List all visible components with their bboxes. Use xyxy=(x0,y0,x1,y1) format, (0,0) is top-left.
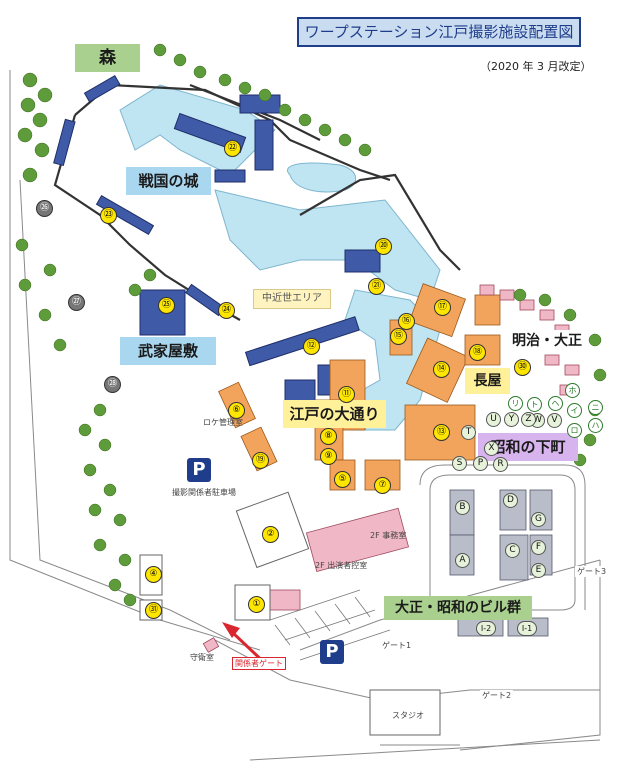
label-office-2f: 2F 事務室 xyxy=(370,531,407,540)
building-marker-y: Y xyxy=(504,412,519,427)
parking-icon-staff: P xyxy=(187,458,211,482)
zone-chukinsei-area: 中近世エリア xyxy=(253,289,331,309)
zone-buke-yashiki: 武家屋敷 xyxy=(120,337,216,365)
facility-marker-17: ⑰ xyxy=(434,299,451,316)
kana-marker-he: ヘ xyxy=(548,396,563,411)
kana-marker-ho: ホ xyxy=(565,383,580,398)
facility-marker-22: ㉒ xyxy=(224,140,241,157)
facility-marker-11: ⑪ xyxy=(338,386,355,403)
building-marker-t: T xyxy=(461,425,476,440)
building-marker-b: B xyxy=(455,500,470,515)
facility-marker-31: ㉛ xyxy=(145,602,162,619)
facility-marker-19: ⑲ xyxy=(252,452,269,469)
facility-marker-27: ㉗ xyxy=(68,294,85,311)
building-marker-s: S xyxy=(452,456,467,471)
facility-marker-21: ㉑ xyxy=(368,278,385,295)
facility-marker-24: ㉔ xyxy=(218,302,235,319)
facility-marker-4: ④ xyxy=(145,566,162,583)
building-marker-c: C xyxy=(505,543,520,558)
zone-sengoku-castle: 戦国の城 xyxy=(126,167,211,195)
zone-forest: 森 xyxy=(75,44,140,72)
label-studio: スタジオ xyxy=(392,711,424,720)
building-marker-a: A xyxy=(455,553,470,568)
label-gate2: ゲート2 xyxy=(480,690,514,701)
facility-marker-15: ⑮ xyxy=(390,328,407,345)
facility-marker-12: ⑫ xyxy=(303,338,320,355)
kana-marker-i: イ xyxy=(567,403,582,418)
kana-marker-ro: ロ xyxy=(567,423,582,438)
facility-marker-25: ㉕ xyxy=(158,297,175,314)
trees xyxy=(15,43,607,607)
kana-marker-ri: リ xyxy=(508,396,523,411)
facility-marker-2: ② xyxy=(262,526,279,543)
building-marker-d: D xyxy=(503,493,518,508)
facility-marker-13: ⑬ xyxy=(433,424,450,441)
parking-lot xyxy=(269,589,391,661)
building-marker-i1: I-1 xyxy=(517,621,537,636)
kana-marker-to: ト xyxy=(527,397,542,412)
revision-date: （2020 年 3 月改定） xyxy=(480,60,592,73)
facility-marker-14: ⑭ xyxy=(433,361,450,378)
facility-marker-28: ㉘ xyxy=(104,376,121,393)
building-marker-f: F xyxy=(531,540,546,555)
facility-marker-1: ① xyxy=(248,596,265,613)
building-marker-z: Z xyxy=(521,412,536,427)
building-marker-r: R xyxy=(493,457,508,472)
building-marker-i2: I-2 xyxy=(476,621,496,636)
water-areas xyxy=(119,84,441,431)
zone-taisho-showa-buildings: 大正・昭和のビル群 xyxy=(384,596,532,620)
facility-marker-30: ㉚ xyxy=(514,359,531,376)
facility-marker-23: ㉓ xyxy=(100,207,117,224)
map-title: ワープステーション江戸撮影施設配置図 xyxy=(297,17,581,47)
facility-marker-8: ⑧ xyxy=(320,428,337,445)
kana-marker-ni: ニ xyxy=(588,400,603,415)
label-gate1: ゲート1 xyxy=(380,640,414,651)
kana-marker-ha: ハ xyxy=(588,418,603,433)
facility-marker-26: ㉖ xyxy=(36,200,53,217)
parking-icon-main: P xyxy=(320,640,344,664)
building-marker-g: G xyxy=(531,512,546,527)
facility-marker-6: ⑥ xyxy=(228,402,245,419)
zone-edo-odori: 江戸の大通り xyxy=(283,400,386,428)
facility-marker-9: ⑨ xyxy=(320,448,337,465)
label-performer-waiting-2f: 2F 出演者控室 xyxy=(315,561,368,570)
zone-nagaya: 長屋 xyxy=(465,368,510,394)
outline-buildings xyxy=(139,491,441,736)
label-location-office: ロケ管理室 xyxy=(203,418,243,427)
facility-marker-20: ⑳ xyxy=(375,238,392,255)
building-marker-v: V xyxy=(547,413,562,428)
facility-marker-18: ⑱ xyxy=(469,344,486,361)
building-marker-x: X xyxy=(484,441,499,456)
label-guard-room: 守衛室 xyxy=(190,653,214,662)
facility-marker-7: ⑦ xyxy=(374,477,391,494)
label-staff-parking: 撮影関係者駐車場 xyxy=(172,488,236,497)
facility-marker-5: ⑤ xyxy=(334,471,351,488)
label-gate3: ゲート3 xyxy=(575,566,609,577)
label-staff-gate: 関係者ゲート xyxy=(232,657,286,670)
building-marker-e: E xyxy=(531,563,546,578)
facility-marker-16: ⑯ xyxy=(398,313,415,330)
building-marker-u: U xyxy=(486,412,501,427)
zone-meiji-taisho: 明治・大正 xyxy=(507,330,587,352)
building-marker-p: P xyxy=(473,456,488,471)
